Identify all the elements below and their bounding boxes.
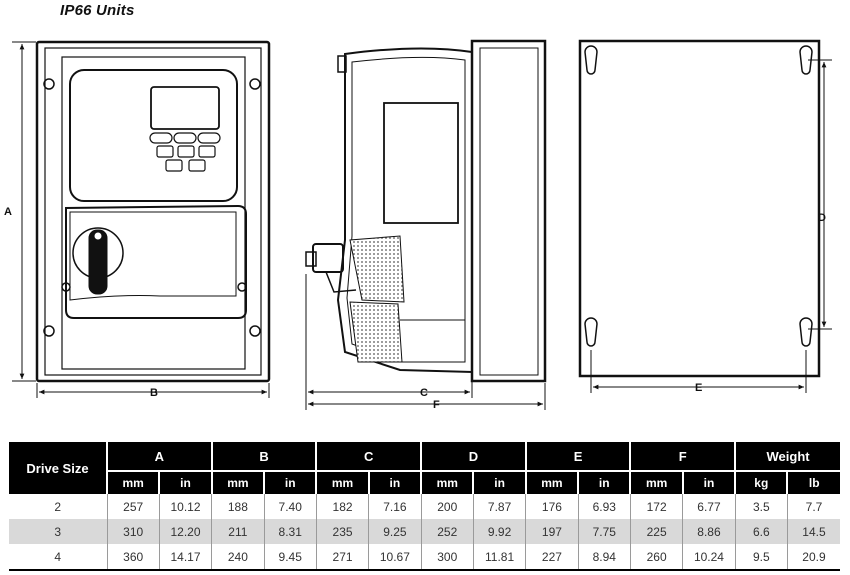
table-cell: 225 <box>629 519 683 544</box>
table-cell: 7.7 <box>786 494 840 519</box>
table-cell: 9.45 <box>263 544 317 571</box>
table-cell: 9.5 <box>734 544 788 571</box>
table-cell: 14.17 <box>158 544 212 571</box>
unit-header: in <box>158 470 212 494</box>
table-cell: 11.81 <box>472 544 526 571</box>
drive-size-cell: 4 <box>9 544 107 571</box>
dimension-label-d: D <box>818 212 826 224</box>
table-group-header-row: Drive Size A B C D E F Weight <box>9 442 840 494</box>
table-cell: 9.92 <box>472 519 526 544</box>
table-cell: 271 <box>315 544 369 571</box>
unit-header: in <box>472 470 526 494</box>
group-header-d: D <box>420 442 526 471</box>
unit-header: mm <box>629 470 683 494</box>
dimension-lines <box>12 41 832 410</box>
unit-header: in <box>681 470 736 494</box>
side-view <box>305 39 547 383</box>
table-row: 2 257 10.12 188 7.40 182 7.16 200 7.87 1… <box>9 494 840 519</box>
table-row: 3 310 12.20 211 8.31 235 9.25 252 9.92 1… <box>9 519 840 544</box>
table-cell: 310 <box>106 519 160 544</box>
drive-size-cell: 3 <box>9 519 107 544</box>
unit-header: in <box>263 470 317 494</box>
drive-size-header: Drive Size <box>9 442 107 494</box>
group-header-e: E <box>524 442 631 471</box>
table-cell: 7.87 <box>472 494 526 519</box>
group-header-b: B <box>210 442 317 471</box>
dimension-label-c: C <box>420 387 428 399</box>
unit-header: mm <box>210 470 265 494</box>
table-cell: 182 <box>315 494 369 519</box>
group-header-f: F <box>629 442 736 471</box>
table-cell: 211 <box>211 519 265 544</box>
table-cell: 6.93 <box>577 494 631 519</box>
table-cell: 197 <box>525 519 579 544</box>
table-cell: 10.67 <box>368 544 422 571</box>
unit-header: kg <box>734 470 788 494</box>
table-cell: 260 <box>629 544 683 571</box>
table-cell: 8.31 <box>263 519 317 544</box>
dimension-drawings: A B C F D E <box>4 39 832 411</box>
unit-header: in <box>577 470 631 494</box>
dimensions-table: Drive Size A B C D E F Weight mm in mm i… <box>9 442 840 571</box>
drive-size-cell: 2 <box>54 499 62 514</box>
table-cell: 3.5 <box>734 494 788 519</box>
table-cell: 9.25 <box>368 519 422 544</box>
table-cell: 200 <box>420 494 474 519</box>
table-cell: 252 <box>420 519 474 544</box>
table-cell: 235 <box>315 519 369 544</box>
table-cell: 172 <box>629 494 683 519</box>
table-cell: 257 <box>106 494 160 519</box>
table-cell: 10.12 <box>158 494 212 519</box>
table-cell: 12.20 <box>158 519 212 544</box>
table-cell: 20.9 <box>786 544 840 571</box>
unit-header: lb <box>786 470 840 494</box>
table-cell: 227 <box>525 544 579 571</box>
unit-header: mm <box>315 470 369 494</box>
table-cell: 240 <box>211 544 265 571</box>
group-header-a: A <box>106 442 212 471</box>
dimension-label-e: E <box>695 382 702 394</box>
table-cell: 14.5 <box>786 519 840 544</box>
table-cell: 188 <box>211 494 265 519</box>
unit-header: mm <box>524 470 579 494</box>
table-cell: 7.40 <box>263 494 317 519</box>
table-cell: 360 <box>106 544 160 571</box>
table-cell: 300 <box>420 544 474 571</box>
table-unit-header-row: mm in mm in mm in mm in mm in mm in kg l… <box>9 470 840 494</box>
group-header-weight: Weight <box>734 442 840 471</box>
dimension-label-a: A <box>4 206 12 218</box>
rear-view <box>578 39 821 378</box>
table-cell: 7.75 <box>577 519 631 544</box>
front-view <box>35 40 271 383</box>
table-cell: 7.16 <box>368 494 422 519</box>
unit-header: mm <box>420 470 474 494</box>
table-cell: 6.6 <box>734 519 788 544</box>
table-cell: 10.24 <box>682 544 736 571</box>
dimension-label-b: B <box>150 387 158 399</box>
dimension-label-f: F <box>433 399 440 411</box>
table-row: 4 360 14.17 240 9.45 271 10.67 300 11.81… <box>9 544 840 571</box>
group-header-c: C <box>315 442 422 471</box>
unit-header: mm <box>105 470 160 494</box>
page-title: IP66 Units <box>60 2 135 19</box>
table-cell: 176 <box>525 494 579 519</box>
table-cell: 6.77 <box>682 494 736 519</box>
table-cell: 8.94 <box>577 544 631 571</box>
unit-header: in <box>367 470 422 494</box>
table-cell: 8.86 <box>682 519 736 544</box>
